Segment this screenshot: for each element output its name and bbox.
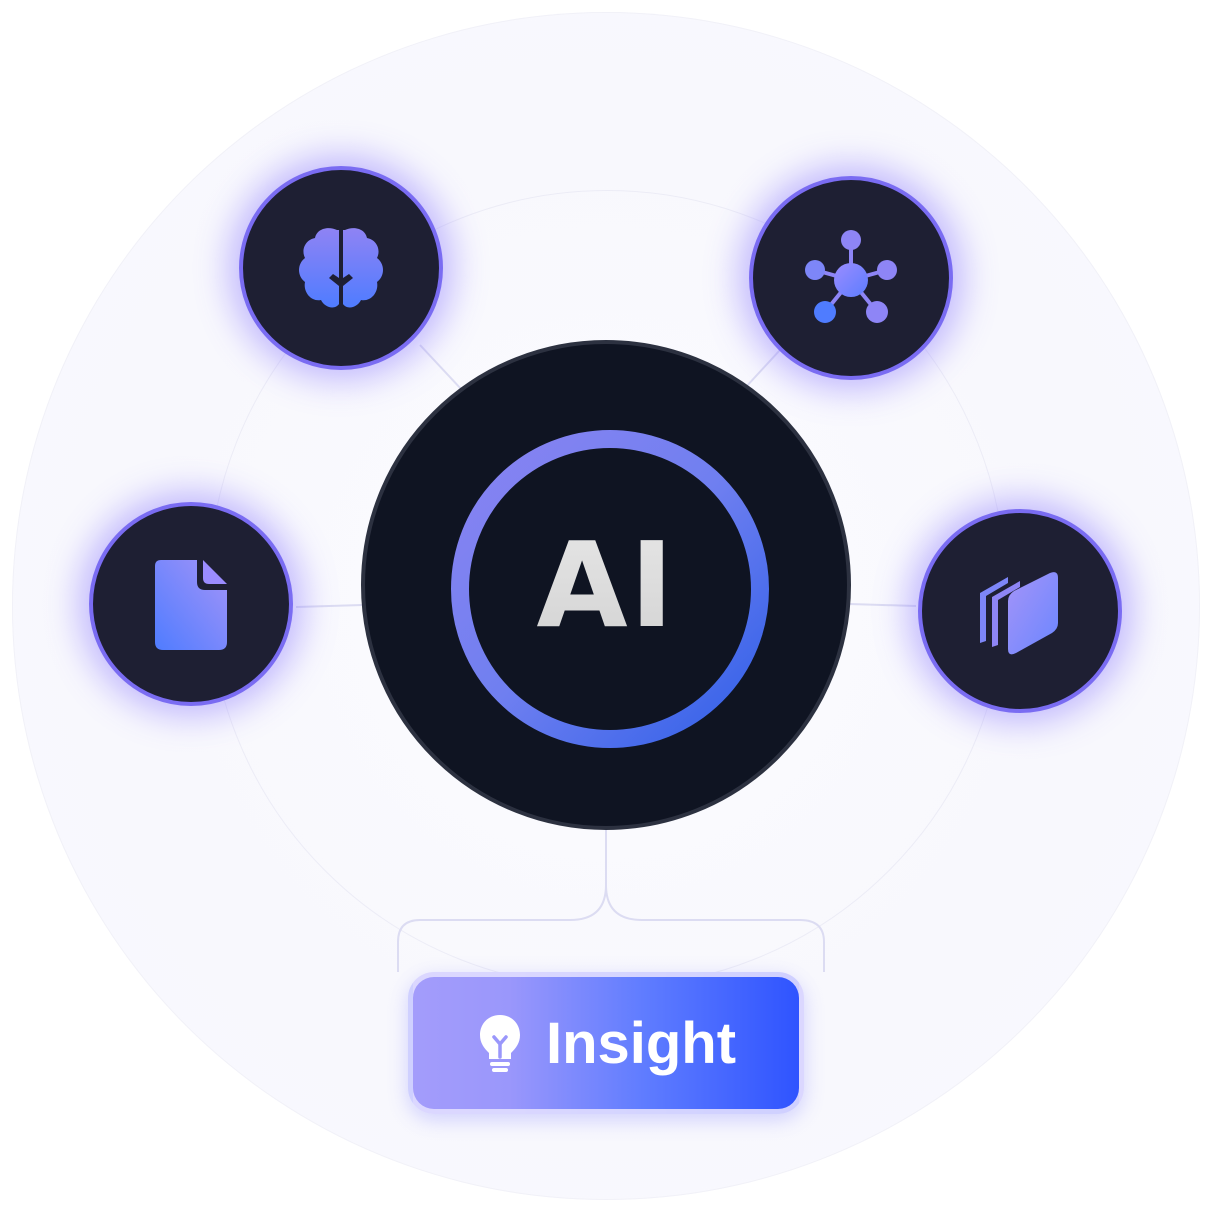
- document-node: [89, 502, 293, 706]
- ai-core-node: AI: [361, 340, 851, 830]
- insight-label: Insight: [545, 1010, 737, 1076]
- link-core-output-left: [397, 830, 607, 972]
- link-brain-core: [419, 344, 463, 391]
- link-document-core: [295, 604, 363, 608]
- layers-icon: [980, 572, 1058, 655]
- network-node: [749, 176, 953, 380]
- link-layers-core: [849, 603, 917, 607]
- brain-icon: [299, 228, 383, 308]
- link-core-output-right: [605, 884, 825, 972]
- lightbulb-icon: [479, 1015, 520, 1072]
- network-icon: [805, 230, 897, 323]
- insight-pill: Insight: [408, 972, 804, 1114]
- core-label: AI: [365, 344, 847, 826]
- core-gradient-ring: [451, 430, 769, 748]
- layers-node: [918, 509, 1122, 713]
- link-network-core: [744, 349, 781, 389]
- brain-node: [239, 166, 443, 370]
- document-icon: [155, 560, 227, 650]
